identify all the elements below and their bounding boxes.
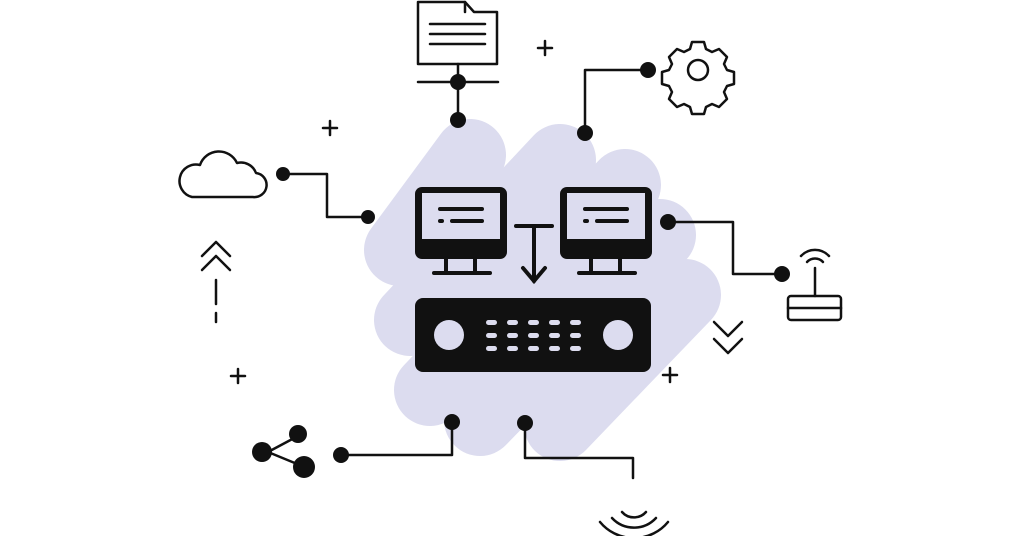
server-indicator-light bbox=[570, 346, 581, 351]
server-indicator-light bbox=[570, 320, 581, 325]
server-indicator-light bbox=[486, 333, 497, 338]
server-indicator-light bbox=[507, 346, 518, 351]
chevrons-down-icon bbox=[712, 320, 744, 355]
server-indicator-light bbox=[486, 346, 497, 351]
server-indicator-light bbox=[549, 320, 560, 325]
server-indicator-light bbox=[549, 346, 560, 351]
server-indicator-light bbox=[528, 333, 539, 338]
connector-gear bbox=[583, 68, 650, 135]
server-indicator-light bbox=[528, 346, 539, 351]
router-wifi-icon bbox=[786, 248, 843, 322]
gear-icon bbox=[660, 40, 736, 116]
connector-share bbox=[339, 420, 454, 457]
server-indicator-light bbox=[486, 320, 497, 325]
server-indicator-light bbox=[507, 333, 518, 338]
monitor-icon-right bbox=[560, 187, 652, 275]
server-rack-icon bbox=[415, 298, 651, 372]
server-indicator-light bbox=[549, 333, 560, 338]
plus-icon bbox=[229, 39, 679, 385]
server-indicator-light bbox=[528, 320, 539, 325]
arrow-down-icon bbox=[514, 224, 554, 285]
server-indicator-light bbox=[507, 320, 518, 325]
monitor-icon-left bbox=[415, 187, 507, 275]
wireless-signal-icon bbox=[598, 510, 670, 536]
file-server-icon bbox=[416, 0, 500, 122]
cloud-icon bbox=[178, 150, 268, 199]
connector-dots bbox=[252, 62, 790, 478]
connector-router bbox=[666, 220, 784, 276]
connector-cloud bbox=[281, 172, 370, 219]
server-indicator-light bbox=[570, 333, 581, 338]
chevrons-up-icon bbox=[200, 240, 232, 324]
connector-wireless bbox=[523, 421, 635, 480]
